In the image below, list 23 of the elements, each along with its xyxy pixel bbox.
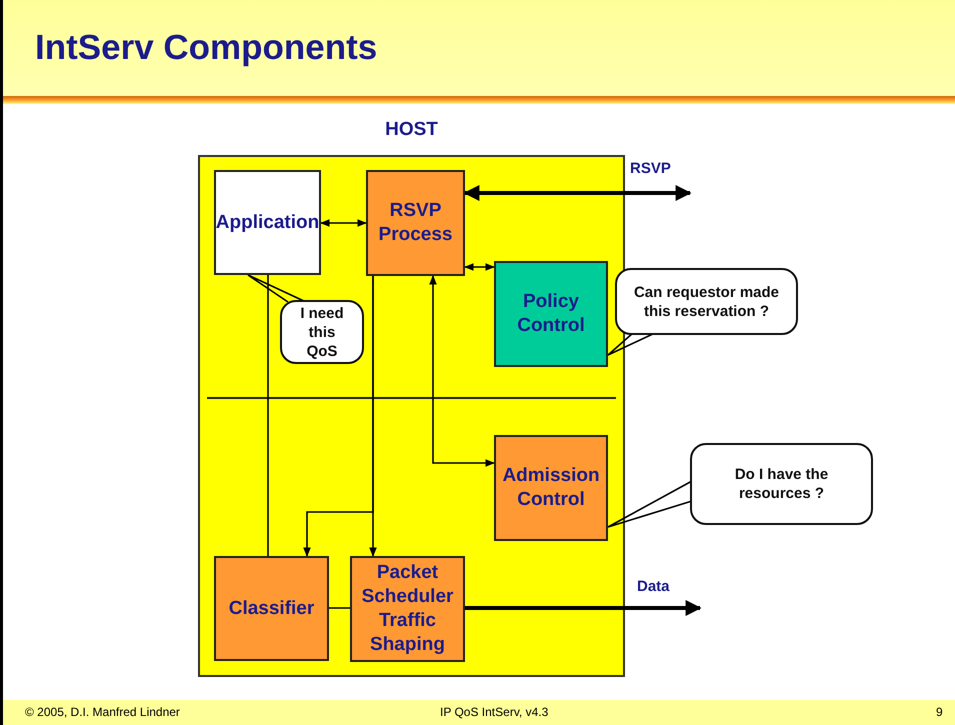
speech-bubble: Can requestor made this reservation ? <box>615 268 798 335</box>
page-number: 9 <box>936 705 943 719</box>
process-box: Application <box>214 170 321 275</box>
process-box: Packet Scheduler Traffic Shaping <box>350 556 465 662</box>
arrow <box>303 276 374 557</box>
arrow <box>429 275 495 467</box>
footer-text: IP QoS IntServ, v4.3 <box>440 705 548 719</box>
process-box: Policy Control <box>494 261 608 367</box>
footer-text: © 2005, D.I. Manfred Lindner <box>25 705 180 719</box>
speech-bubble: I need this QoS <box>280 300 364 364</box>
arrow <box>464 263 495 271</box>
arrow <box>320 219 367 227</box>
group-title: HOST <box>384 118 439 142</box>
callout-tail <box>607 480 693 528</box>
process-box: Classifier <box>214 556 329 661</box>
process-box: Admission Control <box>494 435 608 541</box>
arrow <box>463 185 692 201</box>
arrow <box>465 600 702 616</box>
speech-bubble: Do I have the resources ? <box>690 443 873 525</box>
connector-line <box>329 607 350 609</box>
connector-line <box>267 275 269 556</box>
process-box: RSVP Process <box>366 170 465 276</box>
slide-title: IntServ Components <box>35 28 378 69</box>
